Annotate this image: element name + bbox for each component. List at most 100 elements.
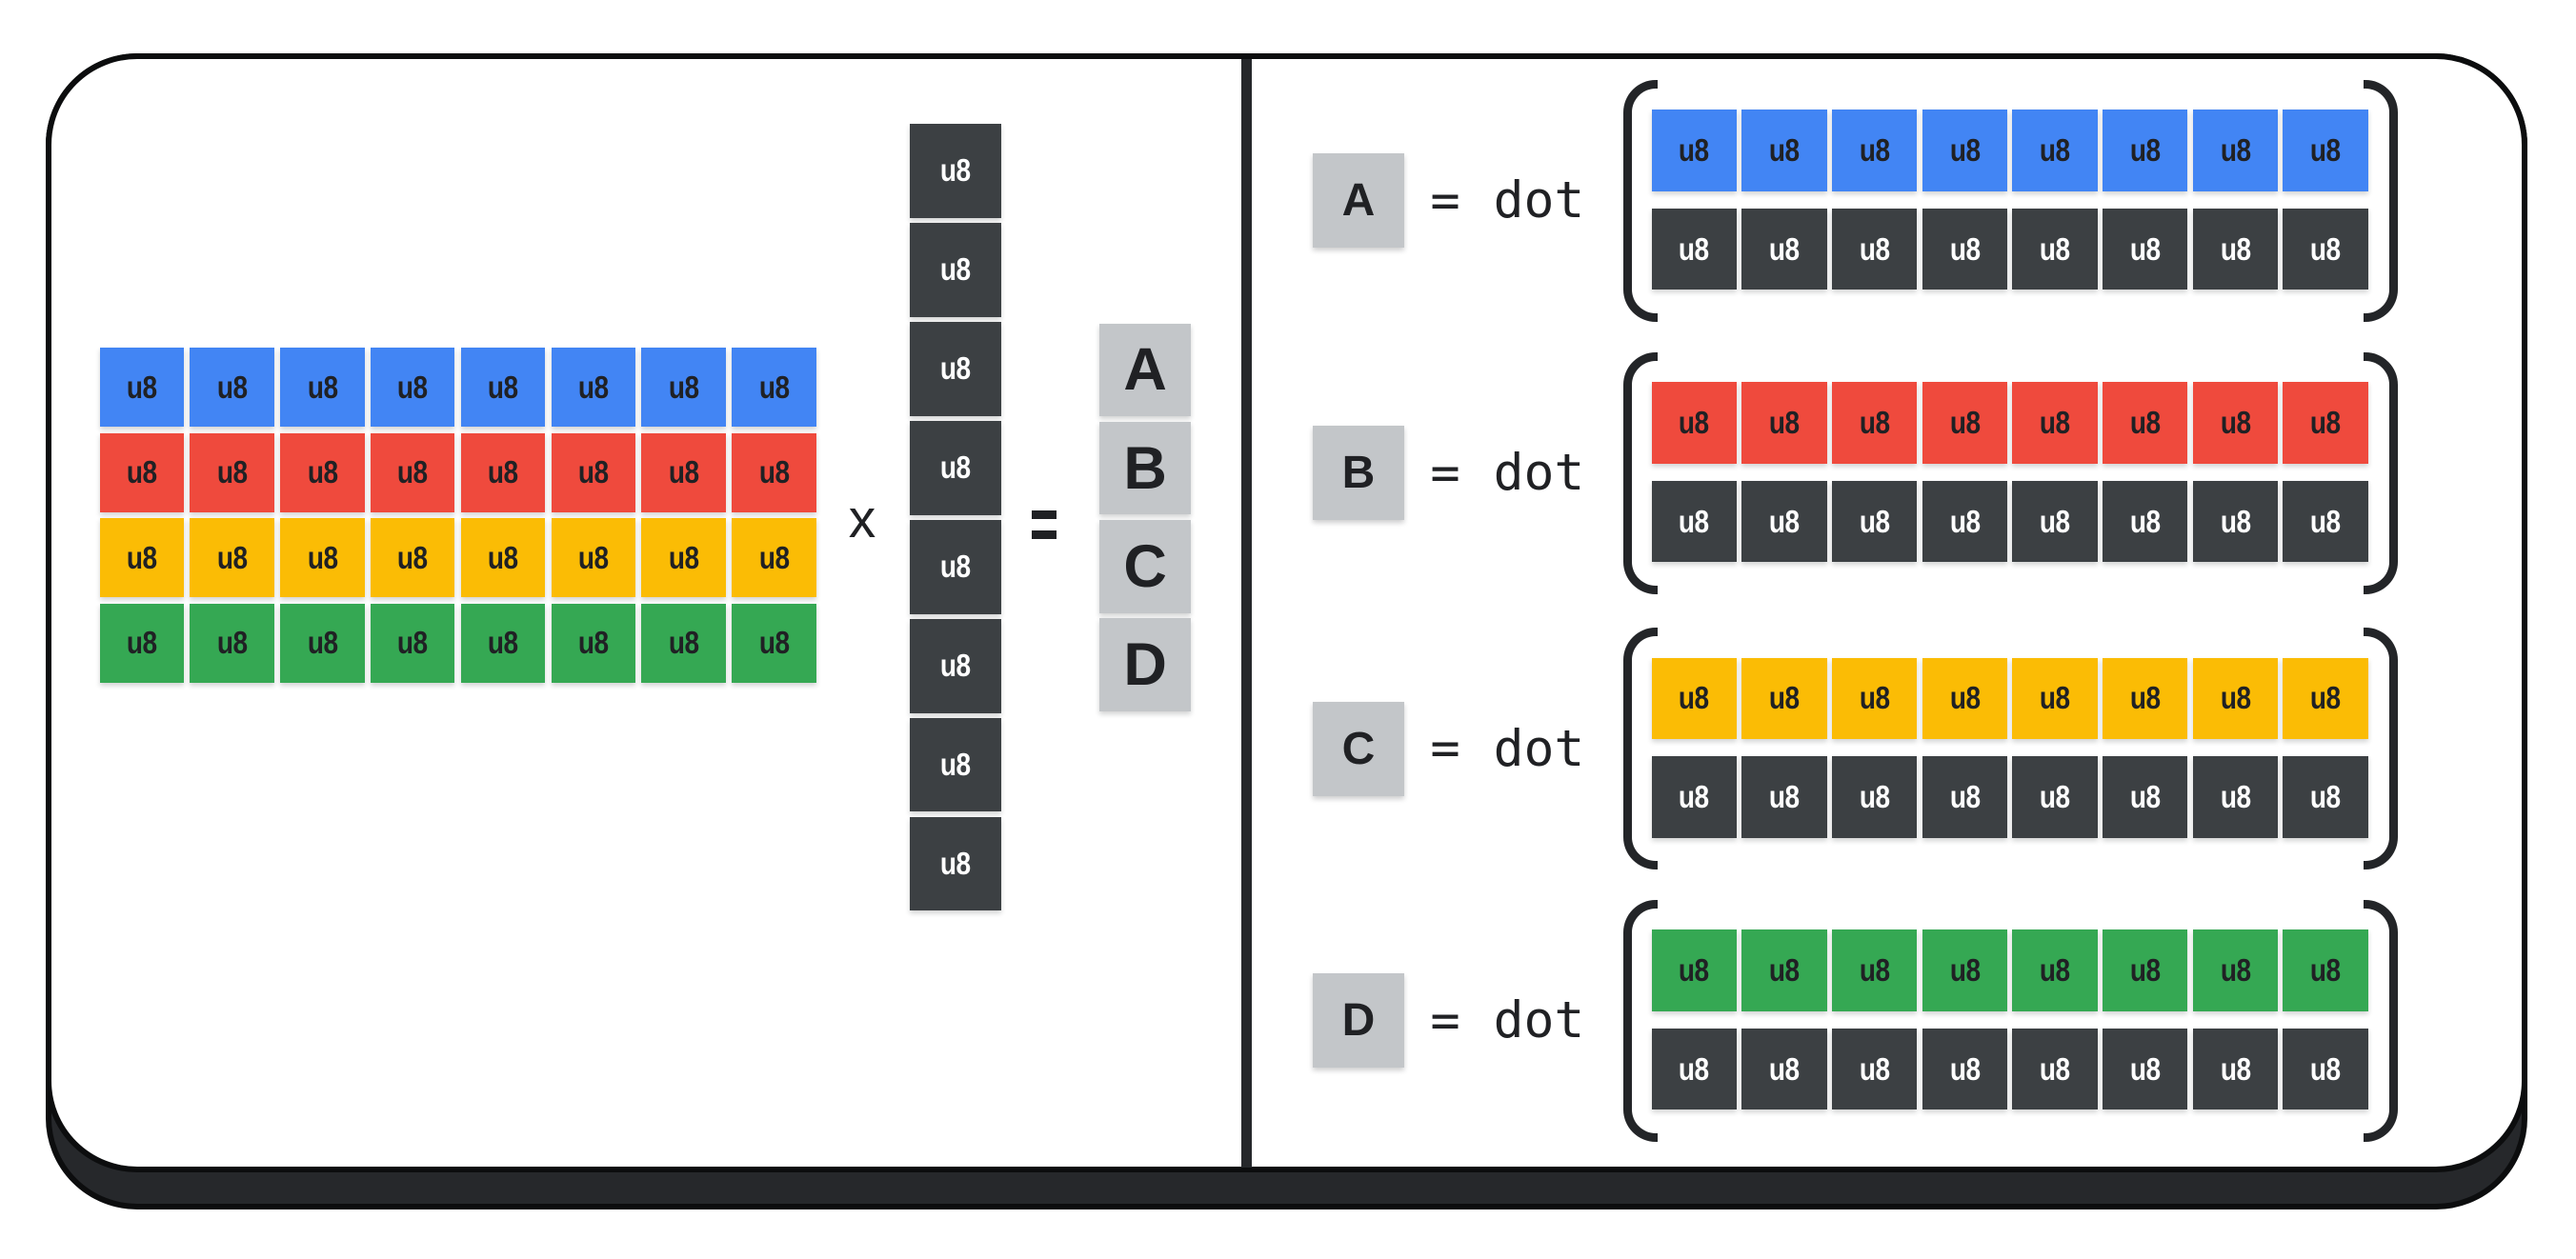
group-cell: u8: [2283, 756, 2368, 838]
vector-cell: u8: [910, 718, 1001, 812]
cell-text: u8: [668, 454, 699, 490]
matrix-cell: u8: [99, 518, 185, 597]
matrix-cell: u8: [732, 518, 816, 597]
vector-cell: u8: [910, 223, 1001, 317]
matrix-cell: u8: [551, 603, 636, 683]
group-cell: u8: [1651, 382, 1737, 464]
cell-text: u8: [1859, 951, 1890, 988]
group-cell: u8: [2192, 110, 2279, 191]
matrix-cell: u8: [190, 603, 274, 683]
cell-text: u8: [1768, 230, 1800, 267]
cell-text: u8: [1859, 779, 1890, 815]
open-paren: [1622, 899, 1658, 1142]
cell-text: u8: [1949, 230, 1981, 267]
cell-text: u8: [1768, 1050, 1800, 1087]
group-cell: u8: [2102, 110, 2188, 191]
cell-text: u8: [1679, 680, 1710, 716]
group-cell: u8: [1741, 208, 1827, 290]
result-cell: C: [1099, 520, 1191, 613]
group-cell: u8: [2192, 1028, 2279, 1110]
group-cell: u8: [1922, 929, 2007, 1011]
cell-text: u8: [2129, 404, 2161, 440]
matrix-cell: u8: [732, 432, 816, 512]
cell-text: u8: [940, 152, 971, 189]
cell-text: u8: [126, 454, 157, 490]
group-cell: u8: [1651, 657, 1737, 739]
group-cell: u8: [1741, 756, 1827, 838]
cell-text: u8: [488, 539, 518, 575]
matrix-cell: u8: [460, 348, 546, 427]
cell-text: u8: [2129, 230, 2161, 267]
cell-text: u8: [940, 747, 971, 783]
group-cell: u8: [1922, 657, 2007, 739]
group-label: C: [1313, 701, 1404, 796]
cell-text: u8: [668, 539, 699, 575]
group-cell: u8: [1831, 756, 1918, 838]
vector-cell: u8: [910, 619, 1001, 713]
cell-text: u8: [2129, 1050, 2161, 1087]
cell-text: u8: [307, 539, 338, 575]
cell-text: u8: [758, 625, 790, 660]
cell-text: u8: [126, 539, 157, 575]
group-cell: u8: [2283, 382, 2368, 464]
cell-text: u8: [1859, 404, 1890, 440]
cell-text: u8: [1949, 503, 1981, 539]
cell-text: u8: [1679, 503, 1710, 539]
cell-text: u8: [758, 369, 790, 405]
cell-text: u8: [2310, 131, 2341, 168]
cell-text: u8: [940, 846, 971, 882]
group-cell: u8: [1831, 929, 1918, 1011]
cell-text: u8: [1949, 779, 1981, 815]
matrix-cell: u8: [370, 518, 455, 597]
equals-symbol: =: [1430, 991, 1460, 1049]
cell-text: u8: [2129, 779, 2161, 815]
group-cell: u8: [2283, 480, 2368, 563]
group-cell: u8: [1922, 1028, 2007, 1110]
cell-text: u8: [1679, 230, 1710, 267]
group-cell: u8: [2283, 208, 2368, 290]
cell-text: u8: [1768, 951, 1800, 988]
cell-text: u8: [2040, 503, 2070, 539]
group-cell: u8: [1831, 208, 1918, 290]
cell-text: u8: [2220, 680, 2251, 716]
group-cell: u8: [2102, 480, 2188, 563]
group-cell: u8: [1651, 208, 1737, 290]
cell-text: u8: [668, 369, 699, 405]
group-cell: u8: [2012, 756, 2098, 838]
matrix-cell: u8: [190, 432, 274, 512]
group-cell: u8: [1651, 756, 1737, 838]
panel-divider: [1240, 58, 1252, 1168]
cell-text: u8: [397, 625, 429, 660]
group-cell: u8: [2283, 657, 2368, 739]
matrix-cell: u8: [641, 603, 726, 683]
cell-text: u8: [2310, 230, 2341, 267]
cell-text: u8: [2129, 951, 2161, 988]
matrix-cell: u8: [641, 432, 726, 512]
group-cell: u8: [1651, 110, 1737, 191]
group-cell: u8: [2012, 1028, 2098, 1110]
cell-text: u8: [1859, 131, 1890, 168]
cell-text: u8: [1859, 1050, 1890, 1087]
close-paren: [2363, 79, 2398, 322]
cell-text: u8: [2040, 1050, 2070, 1087]
cell-text: u8: [397, 454, 429, 490]
cell-text: u8: [2310, 1050, 2341, 1087]
matrix-cell: u8: [551, 348, 636, 427]
cell-text: u8: [2310, 951, 2341, 988]
group-cell: u8: [1831, 110, 1918, 191]
cell-text: u8: [1949, 404, 1981, 440]
cell-text: u8: [1949, 680, 1981, 716]
cell-text: u8: [2310, 680, 2341, 716]
cell-text: u8: [216, 625, 248, 660]
group-cell: u8: [1741, 929, 1827, 1011]
matrix-cell: u8: [641, 518, 726, 597]
cell-text: u8: [1859, 680, 1890, 716]
cell-text: u8: [1768, 779, 1800, 815]
cell-text: B: [1123, 434, 1167, 502]
group-cell: u8: [2012, 208, 2098, 290]
